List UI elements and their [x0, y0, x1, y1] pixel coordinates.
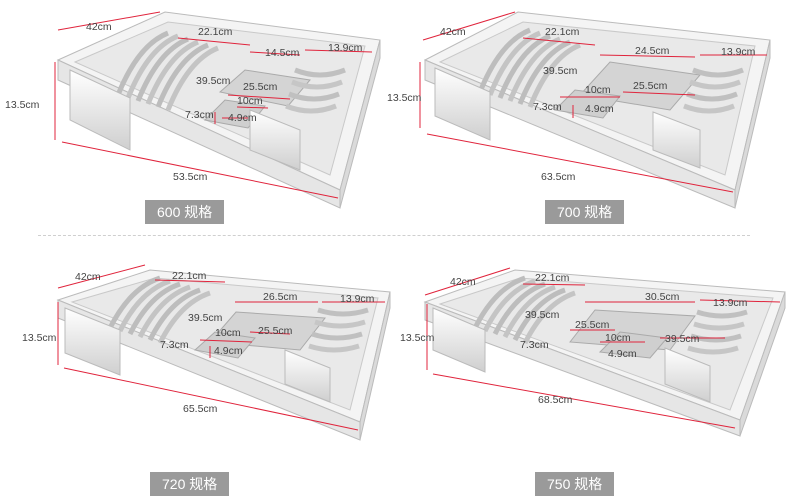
- label-basket-a: 25.5cm: [258, 325, 293, 337]
- label-basket-b: 10cm: [605, 332, 631, 344]
- label-depth: 42cm: [75, 271, 101, 283]
- label-height-small: 7.3cm: [160, 339, 189, 351]
- label-side-rack-width: 13.9cm: [721, 46, 756, 58]
- label-basket-length: 14.5cm: [265, 47, 300, 59]
- dimension-lines: [54, 11, 373, 199]
- label-basket-b: 10cm: [585, 84, 611, 96]
- side-plate-rack: [687, 309, 748, 355]
- label-length-a: 39.5cm: [196, 75, 231, 87]
- side-plate-rack: [285, 67, 346, 114]
- label-basket-b: 10cm: [215, 327, 241, 339]
- label-rack-width: 22.1cm: [172, 270, 207, 282]
- label-length-a: 39.5cm: [543, 65, 578, 77]
- drawer-rack-drawing: 42cm 22.1cm 30.5cm 13.9cm 39.5cm 25.5cm …: [400, 267, 786, 437]
- section-divider: [38, 235, 750, 236]
- label-depth: 42cm: [440, 26, 466, 38]
- label-side-rack-width: 13.9cm: [328, 42, 363, 54]
- drawer-rack-drawing: 42cm 22.1cm 24.5cm 13.9cm 39.5cm 10cm 25…: [387, 11, 771, 209]
- label-gap: 4.9cm: [228, 112, 257, 124]
- label-length-a: 39.5cm: [525, 309, 560, 321]
- plate-rack: [472, 275, 576, 345]
- label-height: 13.5cm: [387, 92, 422, 104]
- plate-rack: [107, 275, 211, 345]
- label-height: 13.5cm: [400, 332, 435, 344]
- panel-600: 42cm 22.1cm 14.5cm 13.9cm 39.5cm 25.5cm …: [0, 0, 395, 250]
- label-length-b: 39.5cm: [665, 333, 700, 345]
- label-gap: 4.9cm: [608, 348, 637, 360]
- label-height-small: 7.3cm: [533, 101, 562, 113]
- label-rack-width: 22.1cm: [545, 26, 580, 38]
- label-side-rack-width: 13.9cm: [713, 297, 748, 309]
- label-depth: 42cm: [86, 21, 112, 33]
- label-basket-length: 30.5cm: [645, 291, 680, 303]
- label-basket-a: 25.5cm: [243, 81, 278, 93]
- label-total-width: 53.5cm: [173, 171, 208, 183]
- label-depth: 42cm: [450, 276, 476, 288]
- panel-720: 42cm 22.1cm 26.5cm 13.9cm 39.5cm 10cm 25…: [0, 250, 395, 500]
- label-height: 13.5cm: [22, 332, 57, 344]
- dimension-lines: [424, 267, 781, 429]
- label-basket-a: 25.5cm: [575, 319, 610, 331]
- drawer-rack-drawing: 42cm 22.1cm 14.5cm 13.9cm 39.5cm 25.5cm …: [5, 11, 381, 209]
- label-basket-length: 24.5cm: [635, 45, 670, 57]
- side-plate-rack: [308, 307, 369, 353]
- side-plate-rack: [683, 67, 744, 114]
- label-total-width: 68.5cm: [538, 394, 573, 406]
- spec-badge: 750 规格: [535, 472, 615, 496]
- spec-badge: 700 规格: [545, 200, 625, 224]
- label-rack-width: 22.1cm: [535, 272, 570, 284]
- label-basket-a: 25.5cm: [633, 80, 668, 92]
- panel-700: 42cm 22.1cm 24.5cm 13.9cm 39.5cm 10cm 25…: [387, 0, 790, 250]
- spec-badge: 720 规格: [150, 472, 230, 496]
- label-length-a: 39.5cm: [188, 312, 223, 324]
- spec-badge: 600 规格: [145, 200, 225, 224]
- label-gap: 4.9cm: [585, 103, 614, 115]
- label-total-width: 63.5cm: [541, 171, 576, 183]
- plate-rack: [115, 30, 220, 111]
- plate-rack: [477, 27, 582, 108]
- label-total-width: 65.5cm: [183, 403, 218, 415]
- panel-750: 42cm 22.1cm 30.5cm 13.9cm 39.5cm 25.5cm …: [395, 250, 790, 500]
- dimension-lines: [419, 11, 767, 193]
- dimension-lines: [57, 264, 385, 431]
- label-height: 13.5cm: [5, 99, 40, 111]
- label-basket-b: 10cm: [237, 95, 263, 107]
- label-side-rack-width: 13.9cm: [340, 293, 375, 305]
- label-basket-length: 26.5cm: [263, 291, 298, 303]
- label-height-small: 7.3cm: [520, 339, 549, 351]
- label-height-small: 7.3cm: [185, 109, 214, 121]
- label-gap: 4.9cm: [214, 345, 243, 357]
- drawer-rack-drawing: 42cm 22.1cm 26.5cm 13.9cm 39.5cm 10cm 25…: [22, 264, 391, 441]
- label-rack-width: 22.1cm: [198, 26, 233, 38]
